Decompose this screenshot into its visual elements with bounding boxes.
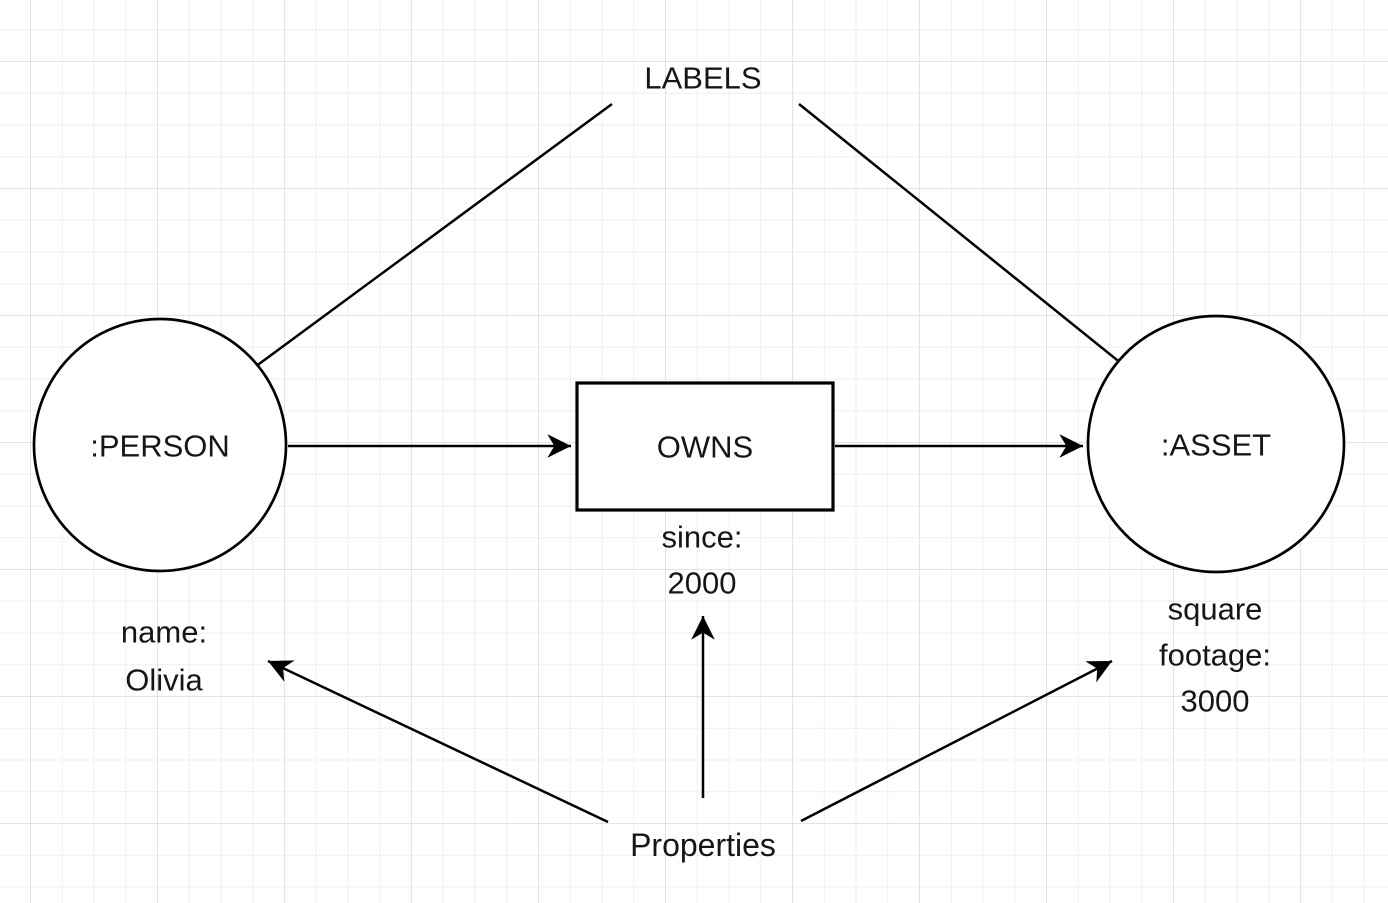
arrow-properties-to-person-property [267, 659, 609, 824]
owns-relationship-box [575, 381, 835, 512]
owns-property-line-1: since: [662, 520, 743, 555]
person-node-circle [32, 317, 288, 573]
arrow-labels-to-person [205, 102, 613, 405]
owns-property-line-2: 2000 [668, 566, 737, 601]
person-property-line-2: Olivia [125, 663, 203, 698]
owns-relationship-label: OWNS [657, 430, 753, 465]
asset-node-label: :ASSET [1161, 428, 1271, 463]
arrow-properties-to-asset-property [800, 659, 1113, 823]
person-property-line-1: name: [121, 615, 207, 650]
person-node-label: :PERSON [90, 429, 230, 464]
properties-annotation: Properties [630, 827, 776, 863]
asset-node-circle [1086, 314, 1346, 574]
asset-property-line-3: 3000 [1181, 684, 1250, 719]
arrow-labels-to-asset [798, 103, 1169, 402]
labels-annotation: LABELS [644, 61, 761, 96]
asset-property-line-2: footage: [1159, 638, 1271, 673]
asset-property-line-1: square [1168, 592, 1263, 627]
